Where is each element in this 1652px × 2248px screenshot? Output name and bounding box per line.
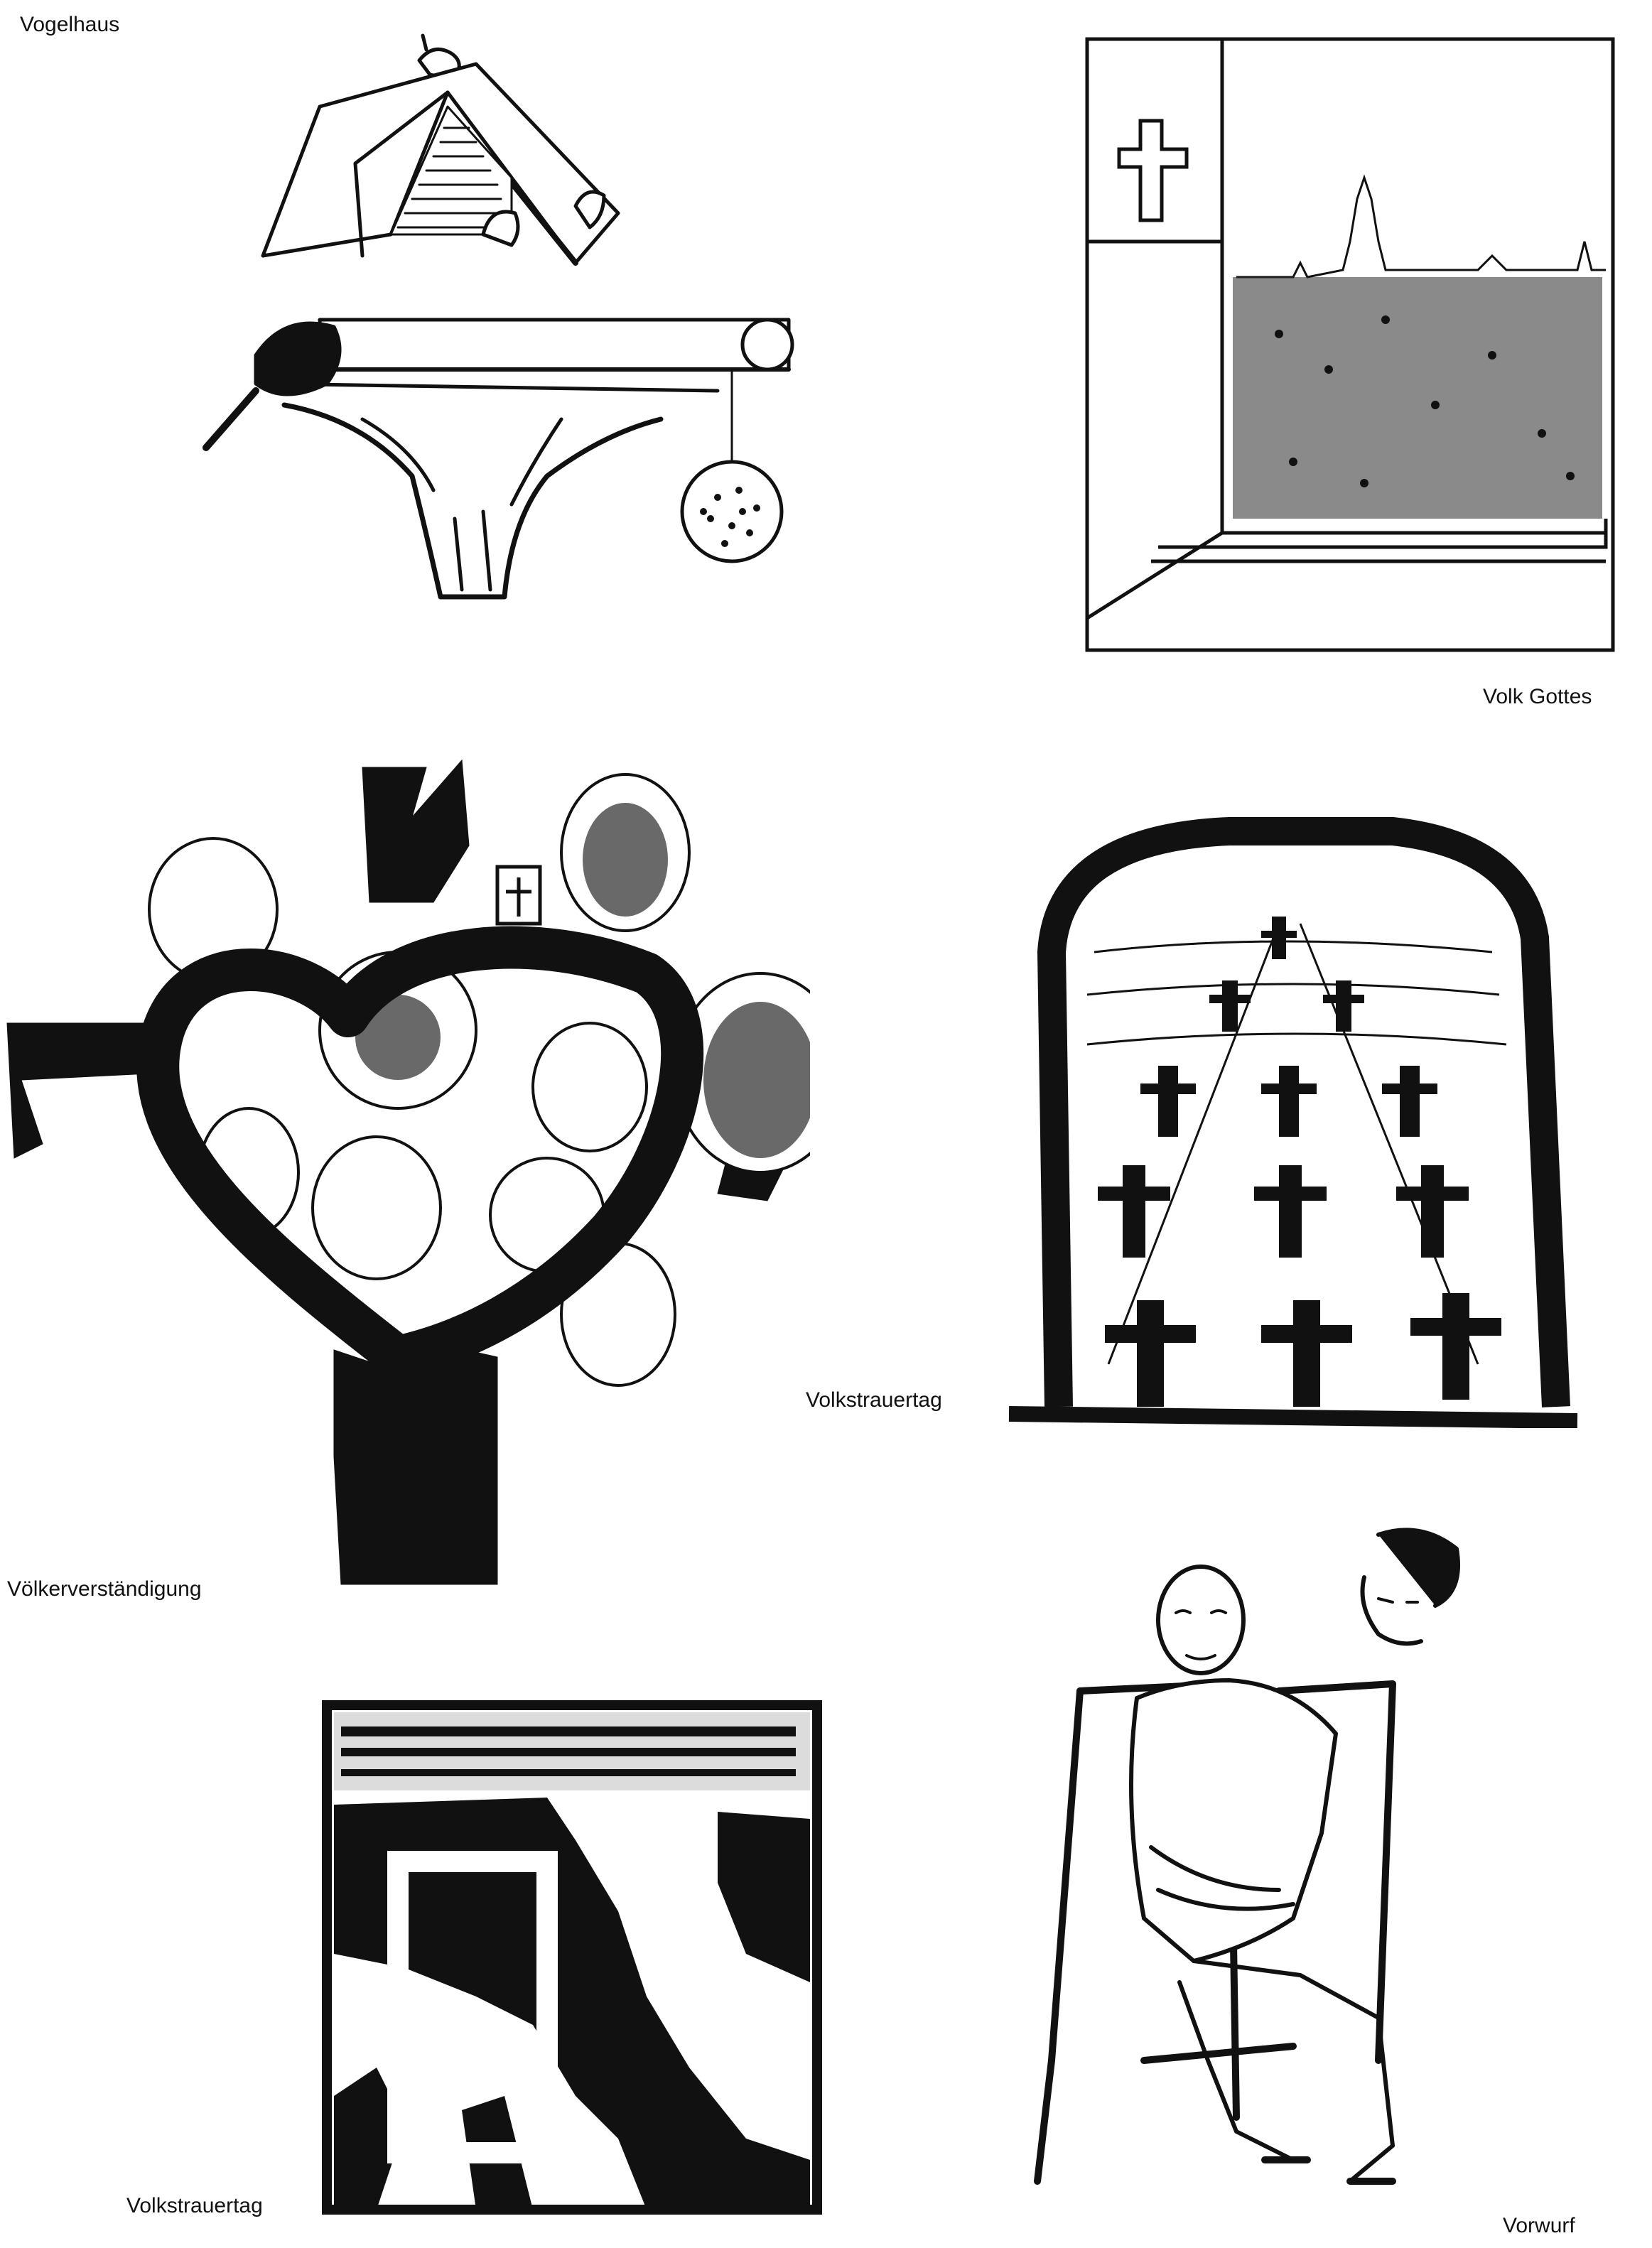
caption-vorwurf: Vorwurf [1503, 2214, 1575, 2237]
caption-volkstrauertag-right: Volkstrauertag [806, 1388, 942, 1412]
illustration-vogelhaus [178, 21, 831, 625]
caption-volk-gottes: Volk Gottes [1483, 685, 1592, 708]
illustration-volkstrauertag-woodcut [320, 1698, 824, 2217]
illustration-vorwurf [995, 1520, 1492, 2203]
caption-volkstrauertag-bottom: Volkstrauertag [126, 2194, 263, 2217]
illustration-voelkerverstaendigung [0, 746, 810, 1599]
caption-vogelhaus: Vogelhaus [20, 13, 120, 36]
caption-voelkerverstaendigung: Völkerverständigung [7, 1577, 202, 1601]
illustration-volk-gottes [1080, 36, 1620, 654]
illustration-volkstrauertag-arch [995, 810, 1592, 1428]
